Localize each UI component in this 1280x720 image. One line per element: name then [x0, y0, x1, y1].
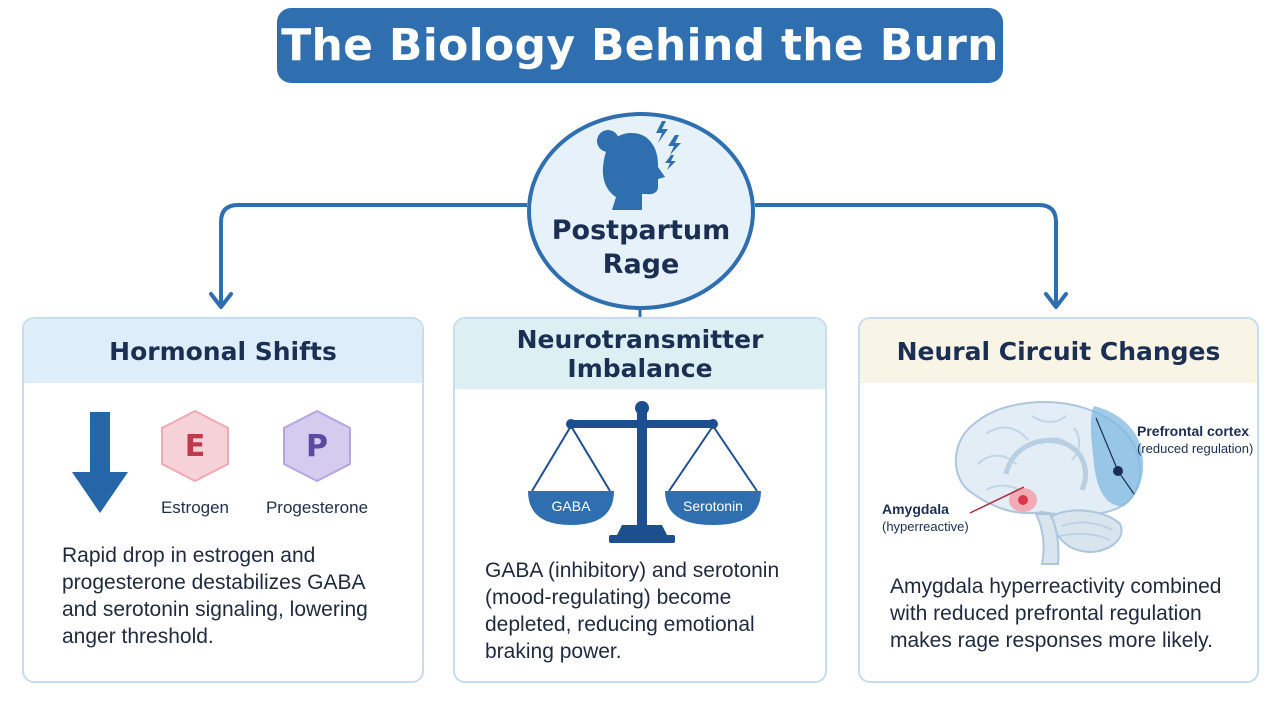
- estrogen-hex-icon: E: [161, 409, 229, 483]
- serotonin-pan-label: Serotonin: [683, 498, 743, 514]
- card-hormonal-shifts: Hormonal Shifts E Estrogen P Progesteron…: [22, 317, 424, 683]
- amygdala-pointer: [969, 486, 1025, 514]
- prefrontal-title: Prefrontal cortex: [1137, 423, 1250, 439]
- card-header: Hormonal Shifts: [24, 319, 422, 383]
- arrowhead-left: [209, 292, 233, 309]
- card-header: Neurotransmitter Imbalance: [455, 319, 825, 389]
- hub-label: Postpartum Rage: [551, 215, 731, 280]
- card-header: Neural Circuit Changes: [860, 319, 1257, 383]
- amygdala-label: Amygdala (hyperreactive): [882, 501, 969, 535]
- card-neurotransmitter-imbalance: Neurotransmitter Imbalance GABA Serotoni…: [453, 317, 827, 683]
- progesterone-label: Progesterone: [265, 498, 369, 517]
- diagram-title: The Biology Behind the Burn: [281, 20, 999, 71]
- balance-scale-icon: GABA Serotonin: [528, 401, 761, 543]
- arrowhead-right: [1044, 292, 1068, 309]
- down-arrow-icon: [72, 412, 128, 513]
- progesterone-letter: P: [306, 429, 328, 464]
- connector-left: [219, 203, 527, 304]
- estrogen-label: Estrogen: [160, 498, 230, 517]
- progesterone-hex-icon: P: [283, 409, 351, 483]
- prefrontal-note: (reduced regulation): [1137, 441, 1254, 456]
- card-neural-circuit-changes: Neural Circuit Changes: [858, 317, 1259, 683]
- head-lightning-icon: [597, 121, 681, 210]
- estrogen-letter: E: [185, 429, 206, 464]
- title-banner: The Biology Behind the Burn: [277, 8, 1003, 83]
- gaba-pan-label: GABA: [552, 498, 592, 514]
- amygdala-title: Amygdala: [882, 501, 949, 517]
- card-description: Rapid drop in estrogen and progesterone …: [62, 544, 368, 648]
- card-description: GABA (inhibitory) and serotonin (mood-re…: [485, 559, 780, 663]
- card-description: Amygdala hyperreactivity combined with r…: [890, 575, 1222, 652]
- amygdala-note: (hyperreactive): [882, 519, 969, 534]
- prefrontal-label: Prefrontal cortex (reduced regulation): [1137, 423, 1253, 457]
- connector-right: [755, 203, 1058, 304]
- brain-icon: [955, 401, 1144, 565]
